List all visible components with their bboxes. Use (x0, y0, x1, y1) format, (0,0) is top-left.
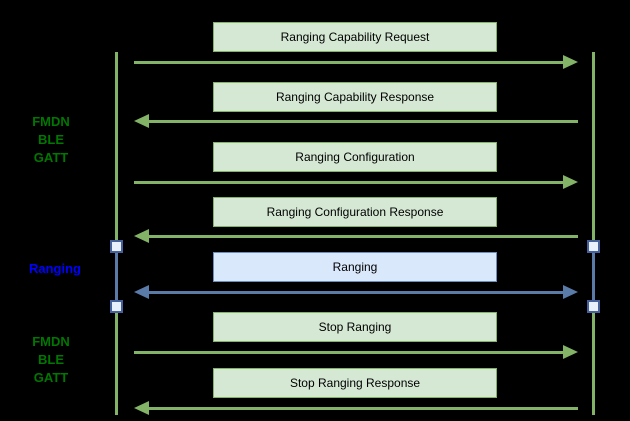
arrowhead-right-icon (563, 285, 578, 299)
message-box: Ranging Configuration Response (213, 197, 497, 227)
activation-marker (587, 240, 600, 253)
arrow-shaft (134, 60, 565, 64)
message-arrow-left-icon (134, 401, 578, 415)
message-label: Ranging Configuration Response (266, 205, 444, 219)
message-label: Ranging Capability Response (275, 90, 435, 104)
arrowhead-left-icon (134, 401, 149, 415)
message-label: Ranging Capability Request (280, 30, 430, 44)
message-label: Ranging Configuration (295, 150, 415, 164)
phase-label-ranging: Ranging (29, 261, 81, 276)
message-arrow-right-icon (134, 175, 578, 189)
arrow-shaft (147, 406, 578, 410)
activation-marker (587, 300, 600, 313)
message-label: Ranging (332, 260, 378, 274)
lifeline-left-ranging-segment (115, 253, 118, 300)
arrow-shaft (147, 234, 578, 238)
message-box: Ranging Capability Response (213, 82, 497, 112)
message-box: Ranging (213, 252, 497, 282)
arrowhead-right-icon (563, 345, 578, 359)
message-box: Ranging Capability Request (213, 22, 497, 52)
message-label: Stop Ranging (318, 320, 392, 334)
message-label: Stop Ranging Response (289, 376, 421, 390)
message-arrow-right-icon (134, 55, 578, 69)
lifeline-left (115, 52, 118, 415)
lifeline-right (592, 52, 595, 415)
message-arrow-left-icon (134, 114, 578, 128)
message-box: Ranging Configuration (213, 142, 497, 172)
activation-marker (110, 240, 123, 253)
message-arrow-left-icon (134, 229, 578, 243)
message-box: Stop Ranging (213, 312, 497, 342)
lifeline-right-ranging-segment (592, 253, 595, 300)
arrow-shaft (147, 119, 578, 123)
arrowhead-right-icon (563, 175, 578, 189)
arrow-shaft (147, 290, 565, 294)
phase-label-fmdn-ble-gatt-top: FMDN BLE GATT (32, 114, 70, 165)
message-arrow-right-icon (134, 345, 578, 359)
arrowhead-right-icon (563, 55, 578, 69)
arrowhead-left-icon (134, 114, 149, 128)
activation-marker (110, 300, 123, 313)
arrow-shaft (134, 180, 565, 184)
arrow-shaft (134, 350, 565, 354)
arrowhead-left-icon (134, 229, 149, 243)
arrowhead-left-icon (134, 285, 149, 299)
phase-label-fmdn-ble-gatt-bottom: FMDN BLE GATT (32, 334, 70, 385)
message-box: Stop Ranging Response (213, 368, 497, 398)
message-arrow-bidirectional-icon (134, 285, 578, 299)
